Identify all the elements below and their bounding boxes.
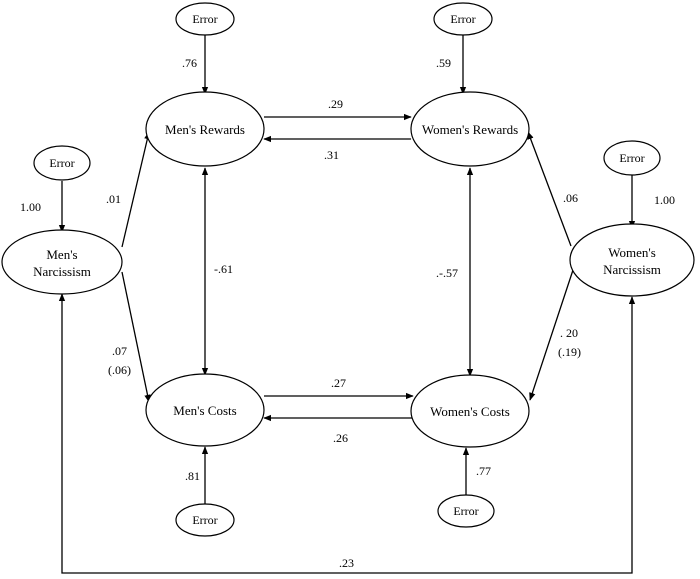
weight-mens-narcissism-to-rewards: .01 <box>106 192 121 206</box>
weight-error-mens-rewards: .76 <box>182 56 197 70</box>
edge-womens-narcissism-to-rewards <box>527 131 572 247</box>
node-label-line1: Women's <box>608 245 656 260</box>
weight-mens-womens-narcissism: .23 <box>339 556 354 570</box>
node-womens-costs: Women's Costs <box>410 374 530 448</box>
weight-womens-narcissism-to-rewards: .06 <box>563 191 578 205</box>
weight-womens-to-mens-costs: .26 <box>333 431 348 445</box>
weight-mens-narcissism-to-costs-std: (.06) <box>108 363 131 377</box>
error-node-mens-rewards: Error <box>175 2 235 36</box>
weight-error-womens-rewards: .59 <box>436 56 451 70</box>
node-label-line1: Men's <box>46 247 77 262</box>
error-label: Error <box>453 504 478 518</box>
error-node-mens-narcissism: Error <box>33 145 91 181</box>
node-label: Women's Costs <box>430 404 510 419</box>
weight-womens-to-mens-rewards: .31 <box>324 148 339 162</box>
error-label: Error <box>49 156 74 170</box>
node-label: Men's Costs <box>173 403 236 418</box>
node-mens-rewards: Men's Rewards <box>145 91 265 167</box>
edge-mens-narcissism-to-costs <box>121 271 151 403</box>
weight-womens-rewards-costs: .-.57 <box>436 266 458 280</box>
node-label-line2: Narcissism <box>603 262 661 277</box>
node-mens-costs: Men's Costs <box>145 373 265 447</box>
error-node-womens-rewards: Error <box>433 2 493 36</box>
edge-womens-narcissism-to-costs <box>529 269 574 401</box>
error-label: Error <box>192 12 217 26</box>
weight-error-mens-narcissism: 1.00 <box>20 200 41 214</box>
weight-womens-narcissism-to-costs: . 20 <box>560 326 578 340</box>
weight-womens-narcissism-to-costs-std: (.19) <box>558 345 581 359</box>
node-label-line2: Narcissism <box>33 264 91 279</box>
error-node-womens-narcissism: Error <box>603 140 661 176</box>
weight-mens-to-womens-rewards: .29 <box>328 97 343 111</box>
weight-error-womens-costs: .77 <box>476 464 491 478</box>
node-womens-rewards: Women's Rewards <box>410 91 530 167</box>
weight-mens-to-womens-costs: .27 <box>331 376 346 390</box>
error-node-womens-costs: Error <box>437 494 495 528</box>
weight-mens-rewards-costs: -.61 <box>214 262 233 276</box>
weight-error-mens-costs: .81 <box>185 469 200 483</box>
node-mens-narcissism: Men's Narcissism <box>1 229 123 295</box>
error-label: Error <box>192 513 217 527</box>
error-label: Error <box>619 151 644 165</box>
edge-mens-narcissism-to-rewards <box>121 131 151 248</box>
weight-error-womens-narcissism: 1.00 <box>654 193 675 207</box>
node-label: Men's Rewards <box>165 122 245 137</box>
node-womens-narcissism: Women's Narcissism <box>569 223 695 297</box>
weight-mens-narcissism-to-costs: .07 <box>112 344 127 358</box>
error-label: Error <box>450 12 475 26</box>
node-label: Women's Rewards <box>422 122 518 137</box>
error-node-mens-costs: Error <box>175 503 235 537</box>
edge-mens-womens-narcissism <box>58 293 636 574</box>
